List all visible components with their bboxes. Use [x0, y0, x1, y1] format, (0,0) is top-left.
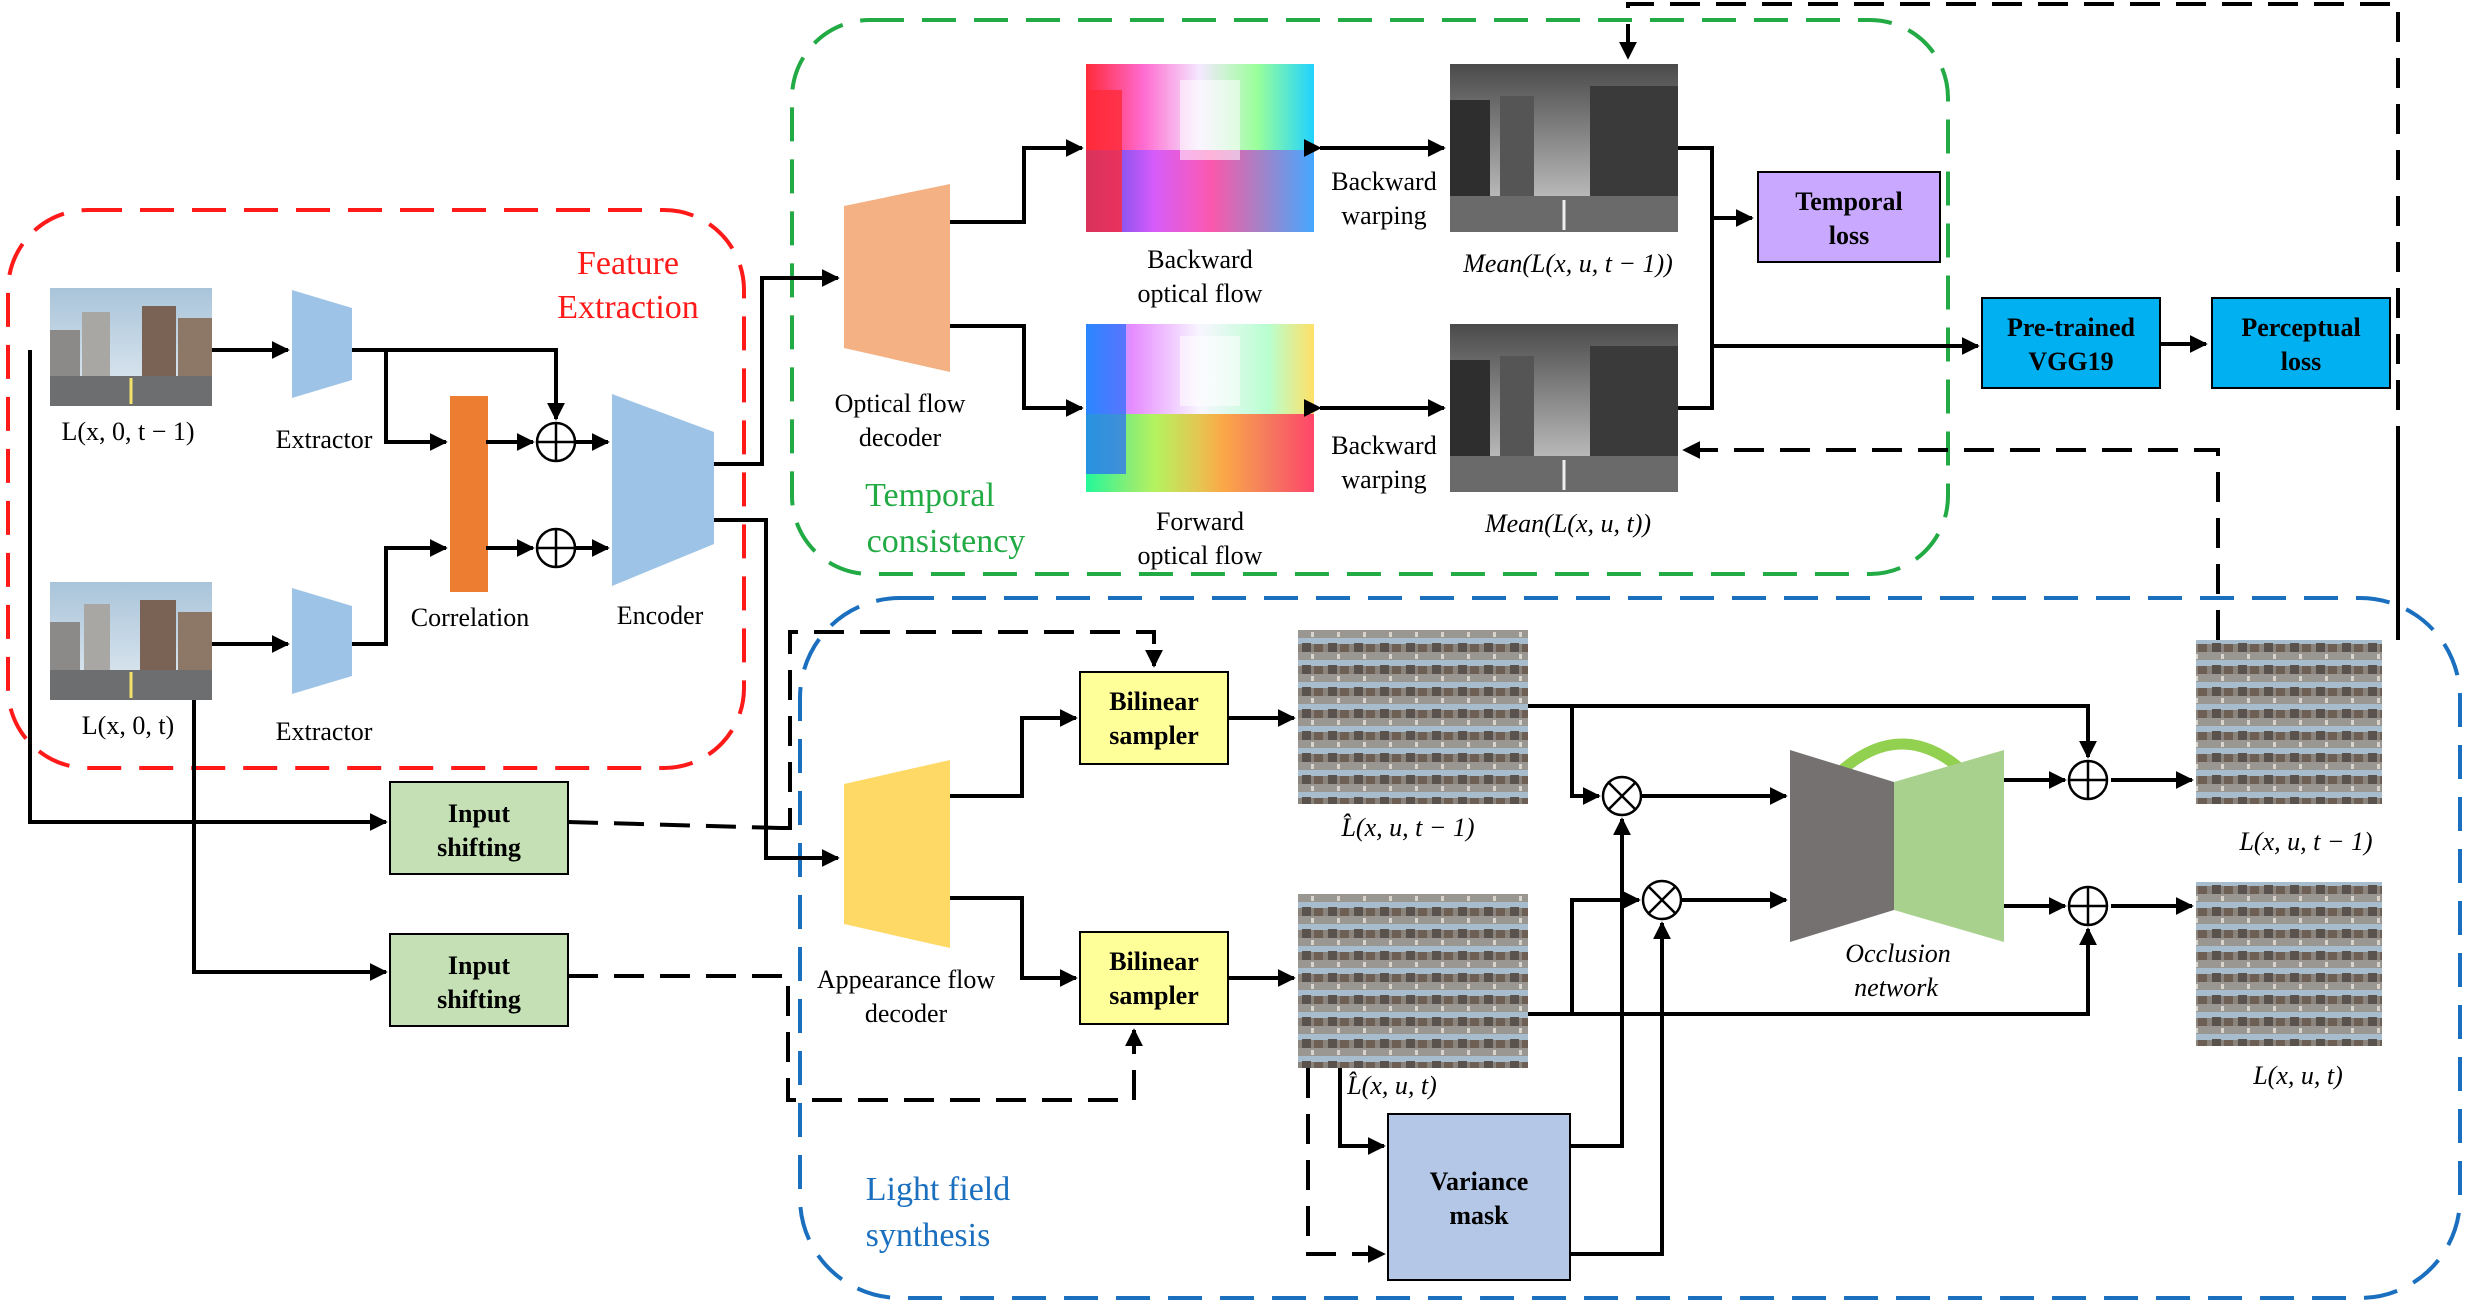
- input-curr-label: L(x, 0, t): [82, 711, 174, 740]
- lhat-prev-grid: [1298, 630, 1528, 804]
- appearance-flow-decoder-label-1: Appearance flow: [817, 965, 996, 994]
- pretrained-vgg-label-2: VGG19: [2028, 347, 2113, 376]
- lhat-curr-grid: [1298, 894, 1528, 1068]
- extractor-top-label: Extractor: [276, 425, 373, 454]
- optical-flow-decoder-shape: [844, 184, 950, 372]
- lhat-prev-label: L̂(x, u, t − 1): [1340, 813, 1474, 842]
- pretrained-vgg-box: [1981, 297, 2161, 389]
- dashed-connections: [567, 2, 2400, 1263]
- perceptual-loss-box: [2211, 297, 2391, 389]
- temporal-loss-box: [1757, 171, 1941, 263]
- multiply-node-top: [1601, 775, 1643, 817]
- sum-node-output-top: [2067, 759, 2109, 801]
- perceptual-loss-label-2: loss: [2281, 347, 2321, 376]
- perceptual-loss-label-1: Perceptual: [2241, 313, 2360, 342]
- temporal-loss-label-1: Temporal: [1795, 187, 1902, 216]
- optical-flow-decoder-label-2: decoder: [859, 423, 942, 452]
- sum-node-bottom: [535, 527, 577, 569]
- input-shifting-top-label-2: shifting: [437, 833, 521, 862]
- feature-extraction-connections: [28, 269, 840, 981]
- temporal-consistency-label-2: consistency: [867, 523, 1026, 560]
- input-shifting-bottom-label-2: shifting: [437, 985, 521, 1014]
- input-prev-label: L(x, 0, t − 1): [61, 417, 194, 446]
- variance-mask-label-2: mask: [1449, 1201, 1509, 1230]
- occlusion-decoder-shape: [1894, 750, 2004, 942]
- mean-curr-image: [1450, 324, 1678, 492]
- output-prev-grid: [2196, 640, 2382, 804]
- output-curr-label: L(x, u, t): [2252, 1061, 2343, 1090]
- occlusion-network-label-1: Occlusion: [1845, 939, 1950, 968]
- backward-optical-flow-image: [1086, 64, 1314, 232]
- input-shifting-bottom-box: [389, 933, 569, 1027]
- input-image-curr: [50, 582, 212, 700]
- warp-bottom-label-1: Backward: [1331, 431, 1436, 460]
- forward-flow-label-1: Forward: [1156, 507, 1244, 536]
- forward-flow-label-2: optical flow: [1138, 541, 1263, 570]
- bilinear-sampler-top-label-1: Bilinear: [1109, 687, 1199, 716]
- mean-prev-label: Mean(L(x, u, t − 1)): [1462, 249, 1673, 278]
- mean-prev-image: [1450, 64, 1678, 232]
- bilinear-sampler-bottom-label-1: Bilinear: [1109, 947, 1199, 976]
- lhat-curr-label: L̂(x, u, t): [1346, 1071, 1437, 1100]
- temporal-loss-label-2: loss: [1829, 221, 1869, 250]
- backward-flow-label-2: optical flow: [1138, 279, 1263, 308]
- appearance-flow-decoder-label-2: decoder: [865, 999, 948, 1028]
- occlusion-network-label-2: network: [1854, 973, 1938, 1002]
- forward-optical-flow-image: [1086, 324, 1314, 492]
- mean-curr-label: Mean(L(x, u, t)): [1484, 509, 1651, 538]
- feature-extraction-label-1: Feature: [577, 245, 679, 282]
- pretrained-vgg-label-1: Pre-trained: [2007, 313, 2136, 342]
- output-prev-label: L(x, u, t − 1): [2238, 827, 2372, 856]
- correlation-block: [450, 396, 488, 592]
- warp-top-label-1: Backward: [1331, 167, 1436, 196]
- extractor-bottom-label: Extractor: [276, 717, 373, 746]
- backward-flow-label-1: Backward: [1147, 245, 1252, 274]
- sum-node-top: [535, 421, 577, 463]
- light-field-synthesis-group-box: [798, 596, 2462, 1300]
- warp-bottom-label-2: warping: [1341, 465, 1426, 494]
- variance-mask-label-1: Variance: [1430, 1167, 1529, 1196]
- temporal-consistency-label-1: Temporal: [865, 477, 995, 514]
- synthesis-connections: [950, 704, 2194, 1256]
- temporal-consistency-group-box: [790, 18, 1950, 576]
- temporal-connections: [950, 139, 1980, 417]
- encoder-shape: [612, 394, 714, 586]
- input-shifting-bottom-label-1: Input: [448, 951, 510, 980]
- correlation-label: Correlation: [411, 603, 529, 632]
- input-shifting-top-box: [389, 781, 569, 875]
- sum-node-output-bottom: [2067, 885, 2109, 927]
- variance-mask-box: [1387, 1113, 1571, 1281]
- input-shifting-top-label-1: Input: [448, 799, 510, 828]
- extractor-bottom-shape: [292, 588, 352, 694]
- optical-flow-decoder-label-1: Optical flow: [835, 389, 966, 418]
- input-image-prev: [50, 288, 212, 406]
- bilinear-sampler-top-label-2: sampler: [1109, 721, 1199, 750]
- feature-extraction-group-box: [6, 208, 746, 770]
- light-field-synthesis-label-2: synthesis: [866, 1217, 991, 1254]
- bilinear-sampler-bottom-box: [1079, 931, 1229, 1025]
- feature-extraction-label-2: Extraction: [557, 289, 699, 326]
- warp-top-label-2: warping: [1341, 201, 1426, 230]
- occlusion-encoder-shape: [1790, 750, 1894, 942]
- encoder-label: Encoder: [617, 601, 704, 630]
- bilinear-sampler-top-box: [1079, 671, 1229, 765]
- multiply-node-bottom: [1641, 879, 1683, 921]
- output-curr-grid: [2196, 882, 2382, 1046]
- bilinear-sampler-bottom-label-2: sampler: [1109, 981, 1199, 1010]
- appearance-flow-decoder-shape: [844, 760, 950, 948]
- light-field-synthesis-label-1: Light field: [866, 1171, 1010, 1208]
- extractor-top-shape: [292, 290, 352, 398]
- occlusion-skip-arc: [1836, 738, 1968, 777]
